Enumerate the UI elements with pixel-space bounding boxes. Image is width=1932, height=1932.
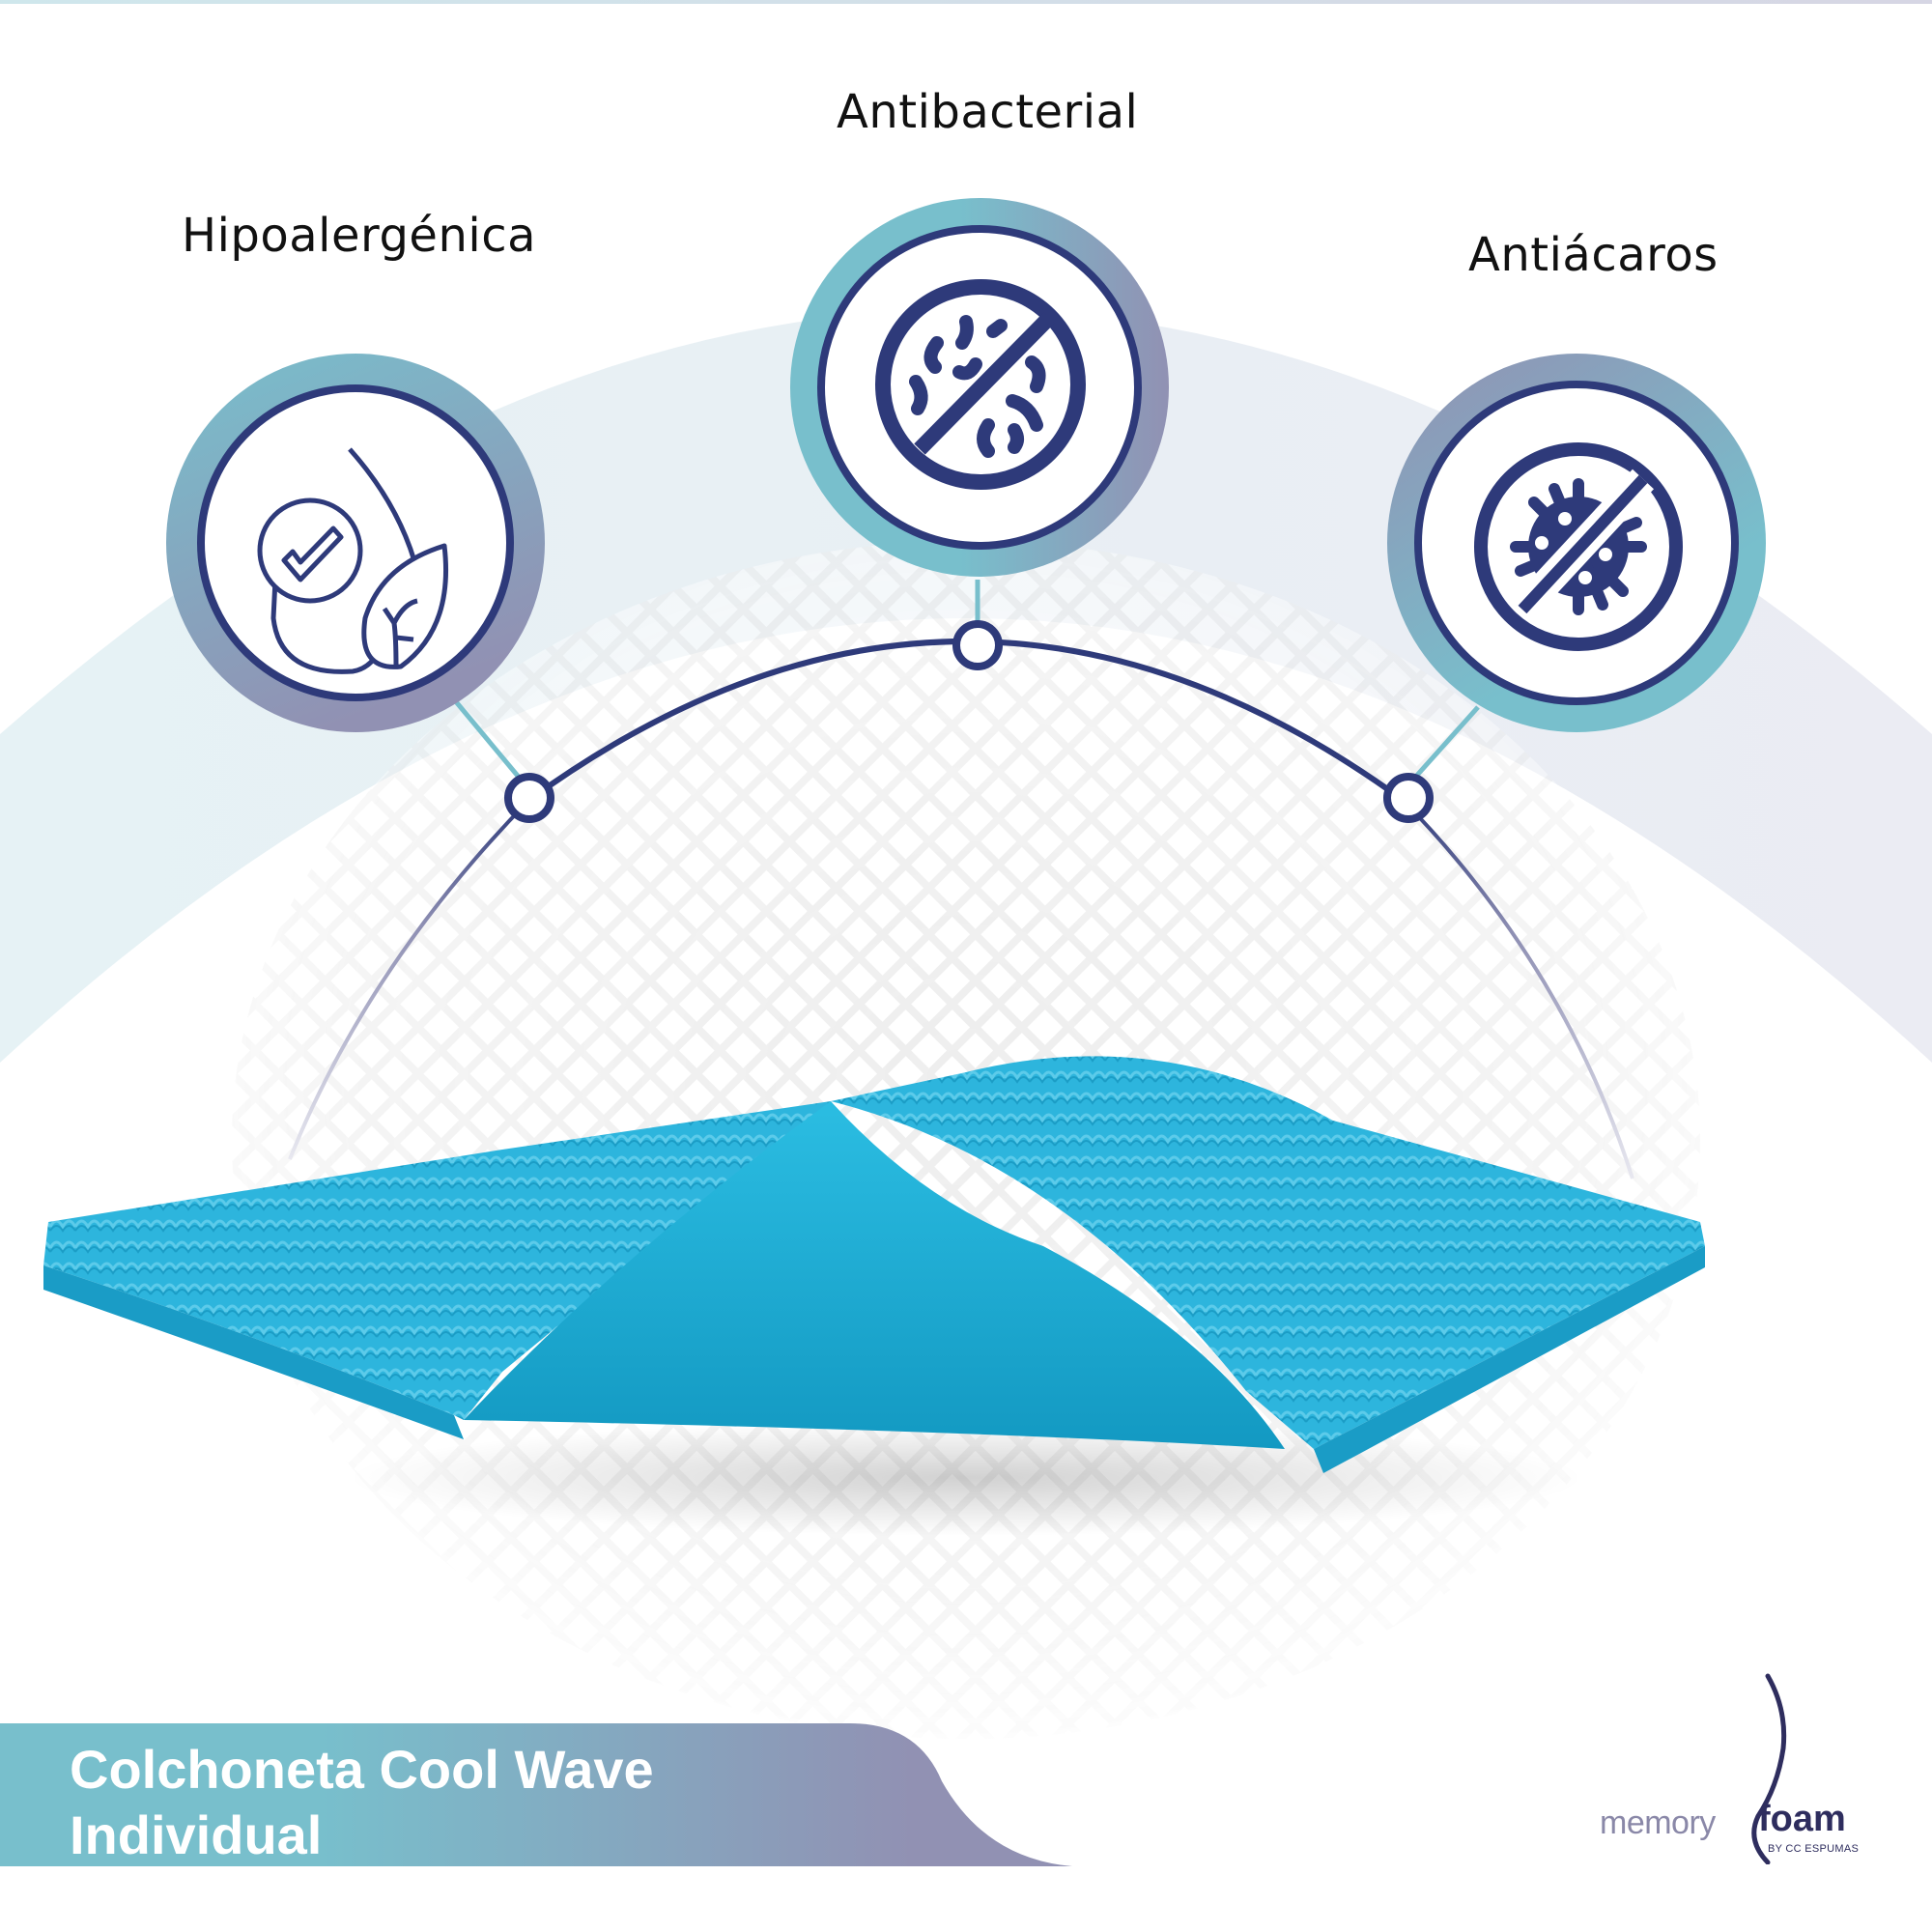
- no-bacteria-icon: [875, 279, 1086, 490]
- logo-text-memory: memory: [1600, 1804, 1716, 1841]
- logo-tagline: BY CC ESPUMAS: [1768, 1843, 1860, 1855]
- node-center: [952, 620, 1003, 670]
- node-right: [1383, 773, 1434, 823]
- badge-antiacaros: [1387, 354, 1766, 732]
- logo-text-foam: foam: [1758, 1799, 1846, 1839]
- logo-swoosh-icon: [1751, 1673, 1787, 1864]
- product-title-line2: Individual: [70, 1804, 323, 1865]
- feature-label-antiacaros: Antiácaros: [1468, 228, 1719, 282]
- no-mites-virus-icon: [1474, 442, 1683, 651]
- drop-check-leaf-icon: [257, 447, 449, 674]
- title-banner: [0, 1723, 1072, 1866]
- feature-label-antibacterial: Antibacterial: [837, 85, 1139, 139]
- badge-hipoalergenica: [166, 354, 545, 732]
- product-title-line1: Colchoneta Cool Wave: [70, 1739, 654, 1800]
- node-left: [504, 773, 554, 823]
- brand-logo: memory foam BY CC ESPUMAS: [1594, 1671, 1864, 1864]
- feature-label-hipoalergenica: Hipoalergénica: [182, 209, 536, 263]
- product-title: Colchoneta Cool Wave Individual: [70, 1737, 654, 1868]
- badge-antibacterial: [790, 198, 1169, 577]
